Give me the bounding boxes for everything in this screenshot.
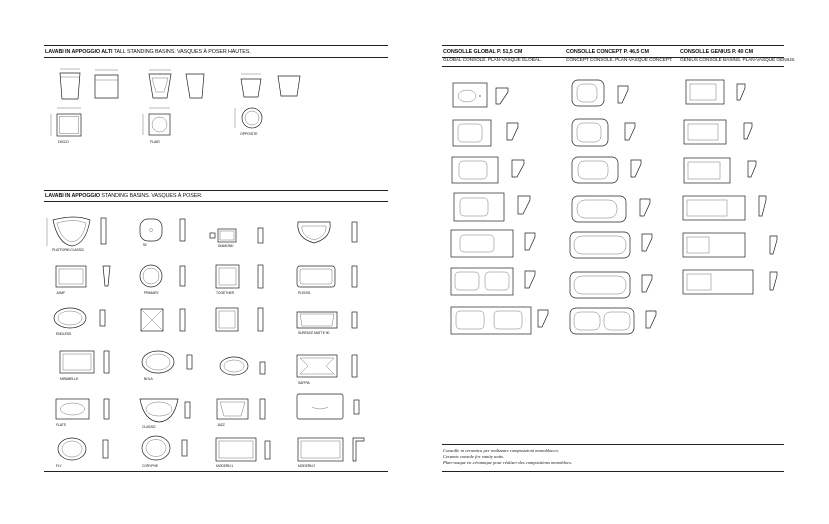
footnote-line-2: Ceramic console for vanity units.: [443, 454, 505, 459]
console-title-global: CONSOLLE GLOBAL P. 51,5 CM: [443, 49, 523, 55]
basin-surface-matte-90: [296, 311, 358, 329]
basin-r4-3: [219, 356, 266, 376]
footnote-line-3: Plan-vasque en céramique pour réaliser d…: [443, 460, 573, 465]
console-subtitle-rule: [442, 66, 784, 67]
standing-label-6: TOGETHER: [216, 291, 234, 295]
standing-label-7: PLENTA: [298, 291, 311, 295]
standing-label-12: MIRABELLE: [60, 377, 79, 381]
concept-console-3: [571, 156, 642, 184]
console-title-concept: CONSOLLE CONCEPT P. 46,5 CM: [566, 49, 649, 55]
concept-console-7: [569, 307, 657, 335]
basin-r3-3: [215, 307, 264, 332]
rule-tall: [44, 57, 388, 58]
basin-modern-2: [297, 437, 365, 462]
tall-basin-flair: [142, 69, 205, 136]
genius-console-4: [682, 195, 767, 221]
tall-basin-opposite: [234, 73, 301, 129]
top-rule-right: [442, 45, 784, 46]
section-title-tall: LAVABI IN APPOGGIO ALTI TALL STANDING BA…: [45, 49, 251, 55]
console-subtitle-concept: CONCEPT CONSOLE. PLAN-VASQUE CONCEPT.: [566, 58, 673, 63]
basin-classic: [139, 398, 191, 423]
genius-console-6: [682, 269, 778, 295]
concept-console-6: [569, 271, 653, 299]
standing-label-5: PRIMARY: [144, 291, 159, 295]
basin-platform-classic: [46, 216, 107, 247]
tall-basin-disco: [50, 68, 82, 137]
global-console-4: [453, 192, 531, 222]
basin-endless: [53, 307, 106, 329]
standing-label-18: JAZZ: [217, 423, 225, 427]
standing-label-17: CLASSIC: [142, 425, 156, 429]
genius-console-2: [683, 119, 753, 145]
basin-modern-1: [215, 437, 271, 462]
basin-diamond: [209, 227, 264, 244]
standing-label-20: FLY: [56, 464, 62, 468]
genius-console-1: [685, 79, 746, 105]
tall-label-opposite: OPPOSITE: [240, 132, 258, 136]
basin-r5-4: [296, 393, 360, 420]
tall-label-flair: FLAIR: [150, 140, 160, 144]
genius-console-5: [682, 232, 778, 258]
top-rule-left: [44, 45, 388, 46]
genius-console-3: [683, 157, 757, 184]
footnote-rule: [442, 444, 784, 445]
basin-bola: [141, 350, 193, 374]
standing-label-16: FLATS: [56, 423, 66, 427]
tall-label-disco: DISCO: [58, 140, 69, 144]
global-console-3: [451, 156, 525, 184]
standing-label-22: MODERN 1: [216, 464, 234, 468]
console-subtitle-global: GLOBAL CONSOLE. PLAN-VASQUE GLOBAL.: [443, 58, 542, 63]
concept-console-1: [571, 79, 629, 107]
basin-plenta: [296, 265, 358, 288]
basin-r1-2: [139, 218, 186, 242]
concept-console-2: [571, 118, 636, 147]
basin-jump: [55, 265, 111, 288]
global-console-7: [450, 306, 549, 335]
console-title-rule: [442, 57, 784, 58]
concept-console-5: [569, 231, 653, 259]
concept-console-4: [571, 195, 651, 223]
standing-label-23: MODERN 2: [298, 464, 316, 468]
basin-together: [215, 264, 264, 289]
standing-label-4: JUMP: [56, 291, 65, 295]
standing-label-8: ENDLESS: [56, 332, 72, 336]
basin-primary: [139, 264, 186, 288]
basin-jazz: [216, 398, 266, 420]
standing-label-1: 90: [143, 243, 147, 247]
standing-label-11: SURFACE MATTE 90: [298, 331, 330, 335]
section-title-standing: LAVABI IN APPOGGIO STANDING BASINS. VASQ…: [45, 193, 203, 199]
global-console-2: [452, 119, 519, 147]
footnote-line-1: Consolle in ceramica per realizzare comp…: [443, 448, 559, 453]
basin-sappia: [296, 354, 358, 378]
basin-coryphe: [141, 435, 188, 461]
basin-r3-2: [140, 308, 186, 332]
rule-standing: [44, 201, 388, 202]
basin-fly: [57, 437, 109, 461]
standing-label-21: CORYPHE: [142, 464, 159, 468]
basin-r1-4: [297, 221, 358, 244]
standing-label-0: PLATFORM CLASSIC: [52, 248, 85, 252]
basin-mirabelle: [59, 350, 110, 374]
basin-flats: [55, 398, 110, 420]
rule-standing-top: [44, 190, 388, 191]
bottom-rule-left: [44, 471, 388, 472]
tall-basin-2: [94, 69, 119, 99]
standing-label-2: DIAMOND: [218, 244, 234, 248]
global-console-1: [452, 82, 509, 108]
console-title-genius: CONSOLLE GENIUS P. 40 CM: [680, 49, 753, 55]
standing-label-13: BOLA: [144, 377, 153, 381]
console-subtitle-genius: GENIUS CONSOLE BASINS. PLAN-VASQUE GENIU…: [680, 58, 796, 63]
global-console-6: [450, 267, 536, 296]
standing-label-15: SAPPIA: [298, 381, 310, 385]
bottom-rule-right: [442, 471, 784, 472]
global-console-5: [450, 229, 536, 258]
